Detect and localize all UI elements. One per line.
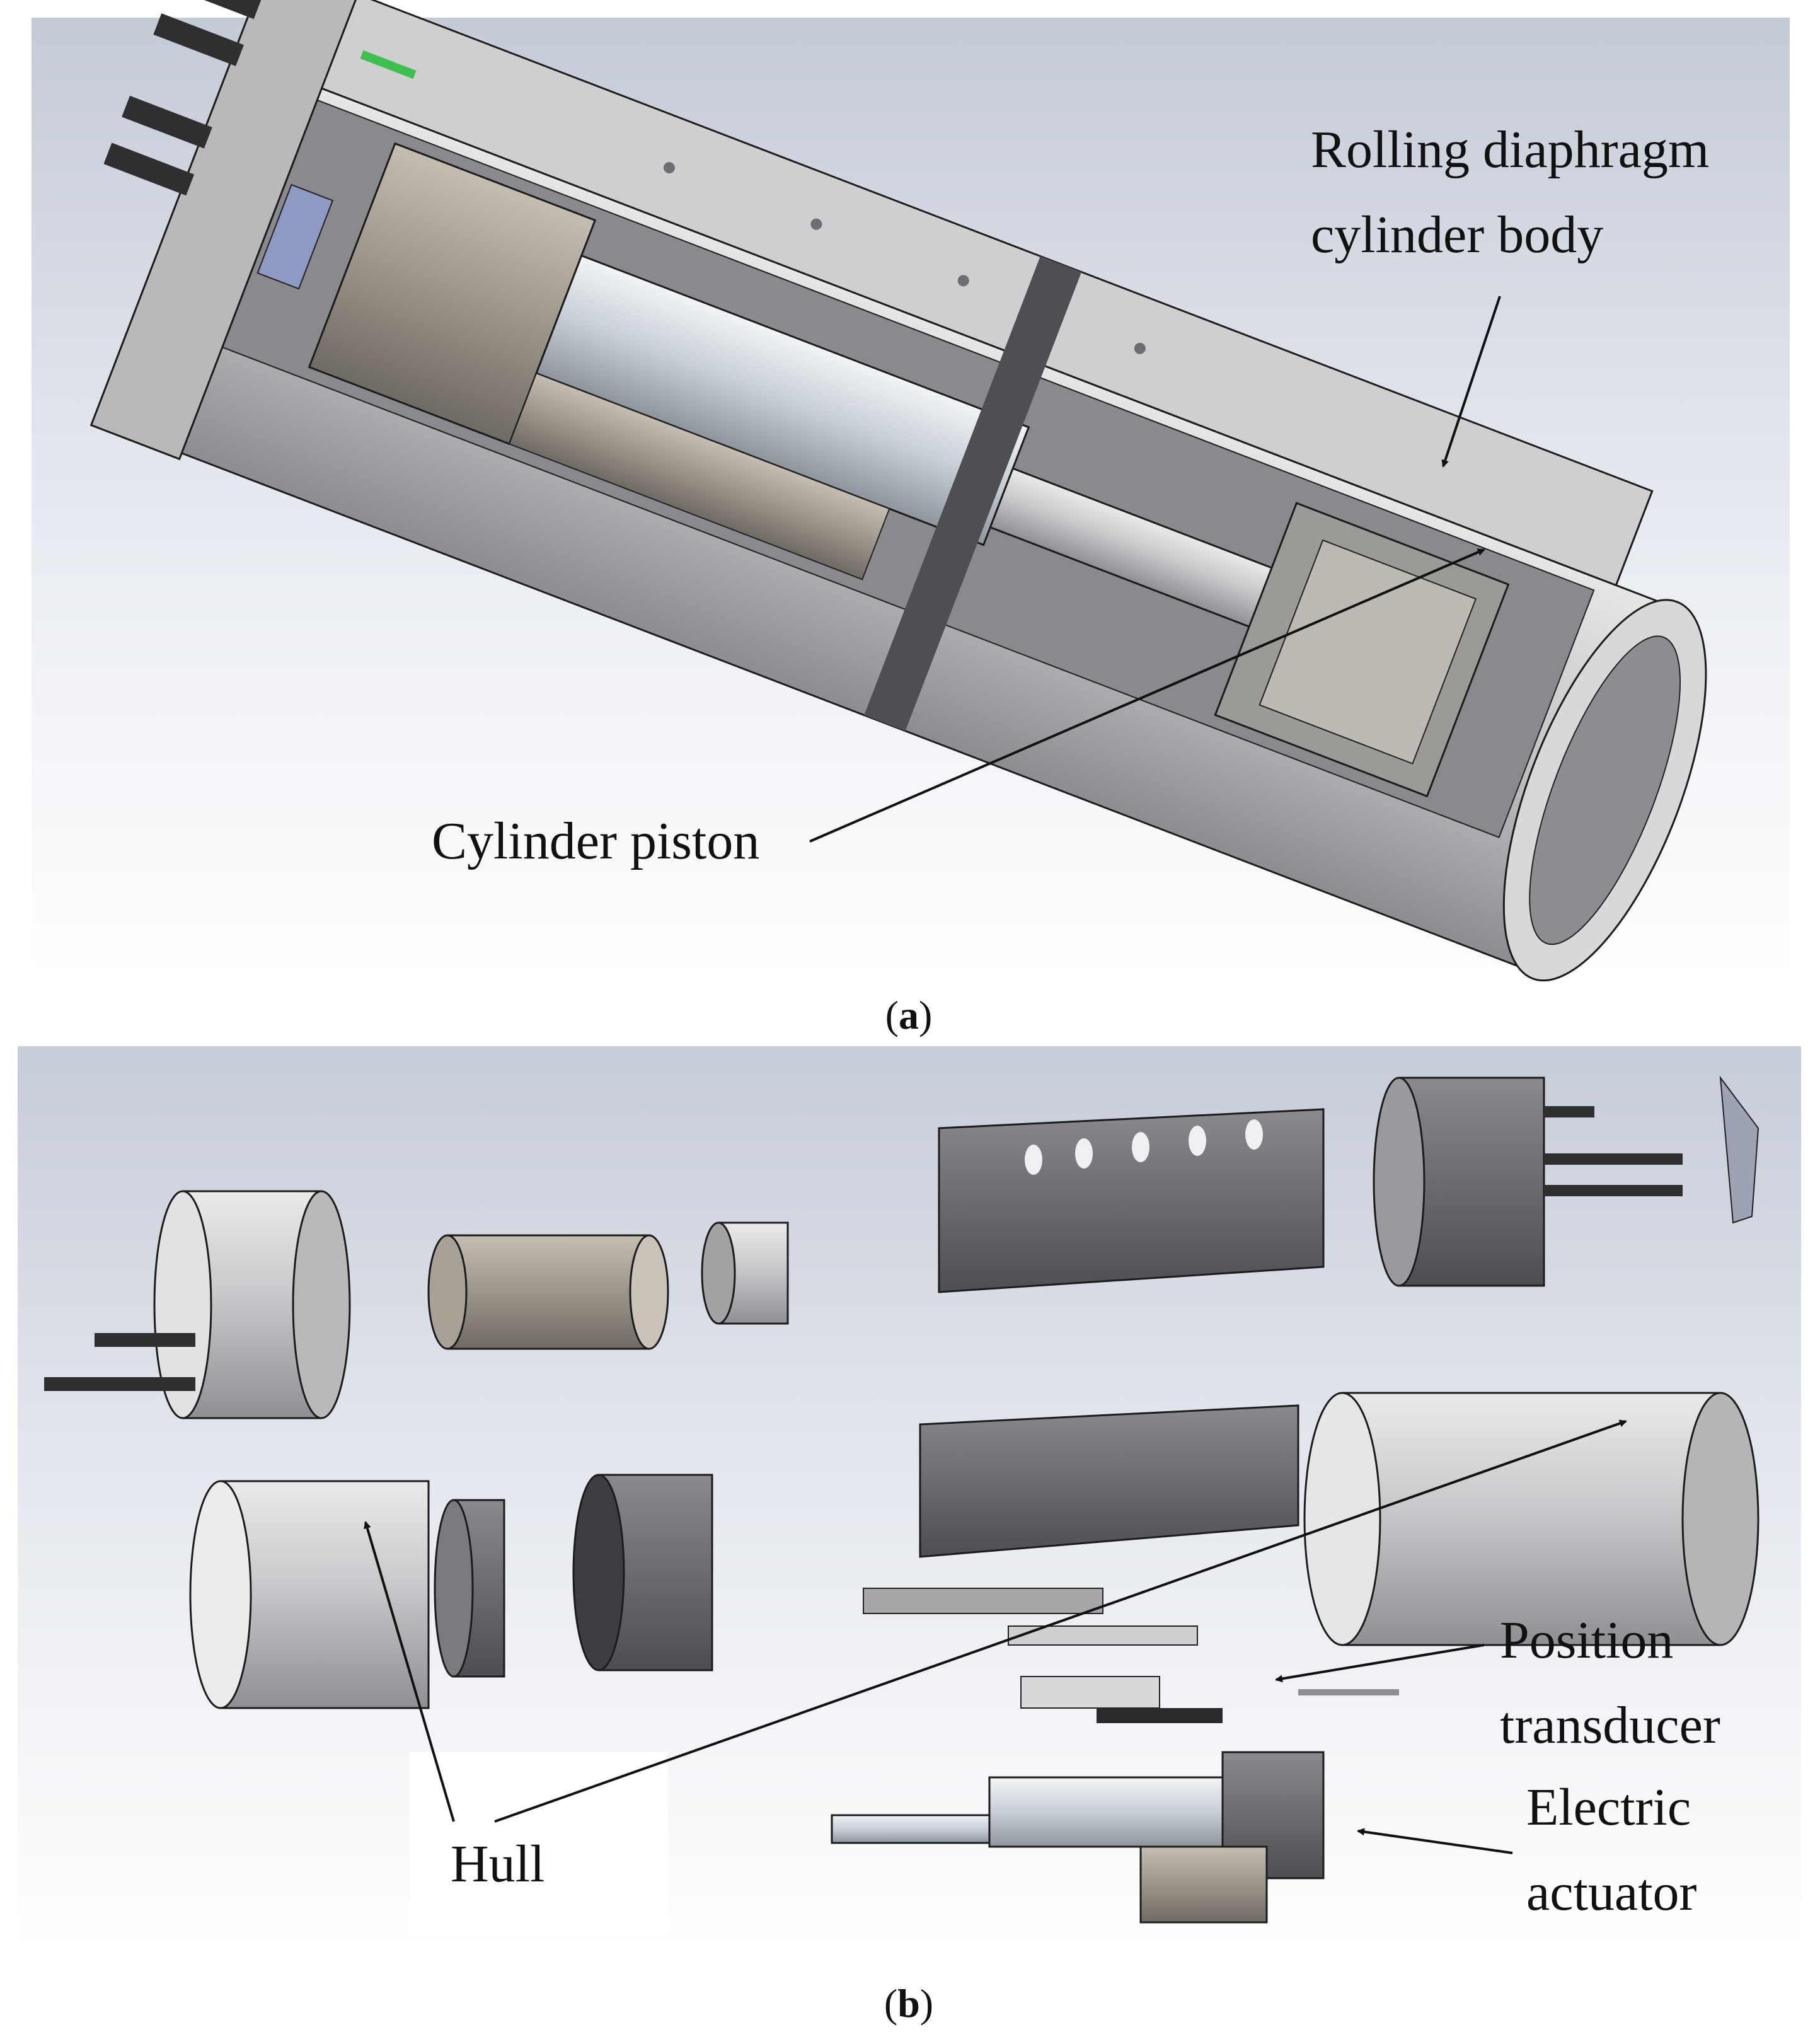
hull-front [189,1480,430,1709]
actuator-screw-housing [988,1776,1255,1848]
arrow-piston [809,548,1485,843]
diaphragm-flange [434,1499,505,1678]
connector-1 [171,0,262,20]
arrow-diaphragm [1441,296,1501,468]
connector-3 [122,95,212,149]
arrow-position [1275,1644,1485,1683]
screw-hole [957,275,969,287]
sensor-bracket-b [1719,1075,1760,1224]
mid-frame [863,1404,1299,1614]
transducer-cover [1020,1676,1160,1709]
electric-actuator [831,1751,1325,1924]
ring-bore [572,1474,625,1671]
arrow-actuator [1357,1828,1513,1854]
assembly-cutaway [89,0,1707,982]
end-cap-face [153,1190,212,1419]
actuator-rod [831,1814,1010,1844]
label-position-line1: Position [1500,1611,1673,1670]
actuator-body-lower [508,372,890,580]
green-pin [360,50,417,79]
hull-tube-face [1303,1392,1381,1646]
diaphragm-inner [1258,539,1477,765]
hull-tube-body [1341,1392,1722,1646]
label-diaphragm-line1: Rolling diaphragm [1311,120,1709,179]
caption-b: (b) [884,1981,933,2026]
motor-cylinder-body [446,1234,650,1350]
end-cap-back [292,1190,351,1419]
caption-a: (a) [885,993,933,1037]
end-cap-right-face [1373,1077,1425,1287]
hull-tube-large [1303,1392,1760,1646]
end-cap-with-connectors [44,1190,351,1419]
panel-a: Rolling diaphragm cylinder body Cylinder… [32,0,1790,1037]
hull-tube-back [1681,1392,1760,1646]
sensor-bracket [256,183,334,290]
housing-hole [1245,1119,1263,1150]
cable-2 [44,1377,195,1391]
housing-hole [1075,1138,1093,1169]
transducer-probe [1298,1689,1399,1695]
label-position-line2: transducer [1500,1696,1720,1755]
upper-housing-body [938,1108,1325,1293]
cable-1 [95,1333,195,1347]
hull-front-body [219,1480,430,1709]
connector-2 [153,13,244,66]
screw-hole [1134,342,1146,354]
right-cable-2 [1544,1153,1683,1165]
label-piston: Cylinder piston [432,812,759,870]
label-hull: Hull [451,1835,544,1893]
hull-seam-band [864,256,1082,731]
flange-face [434,1499,474,1678]
arrow-hull-tube [494,1419,1627,1823]
slide-rail [863,1588,1103,1614]
right-cable-1 [1544,1106,1594,1117]
right-cable-3 [1544,1185,1683,1196]
caption-b-letter: b [897,1981,920,2026]
hull-front-face [189,1480,252,1709]
end-cap-right [1373,1075,1760,1287]
label-actuator-line1: Electric [1526,1778,1691,1837]
motor-cylinder-face [629,1234,669,1350]
housing-hole [1132,1132,1149,1162]
coupling [701,1221,789,1325]
actuator-motor [1139,1845,1268,1924]
panel-b: Hull Position transducer Electric actuat… [18,1046,1801,2026]
hull-label-backdrop [410,1752,668,1935]
connector-4 [103,142,195,196]
screw-hole [663,162,675,174]
transducer-parts [1008,1625,1399,1723]
arrow-hull-front [364,1521,455,1822]
end-ring-bore [1529,635,1681,945]
screw-hole [810,218,822,230]
motor-cylinder [427,1234,669,1350]
label-actuator-line2: actuator [1526,1863,1697,1922]
motor-cylinder-end [427,1234,468,1350]
transducer-rod [1097,1708,1223,1723]
mid-frame-body [919,1404,1299,1558]
label-diaphragm-line2: cylinder body [1311,205,1603,264]
caption-a-letter: a [899,993,919,1037]
upper-housing [938,1108,1325,1293]
housing-hole [1025,1145,1042,1175]
coupling-face [701,1221,736,1325]
diaphragm-ring [572,1474,713,1671]
housing-hole [1189,1126,1206,1156]
